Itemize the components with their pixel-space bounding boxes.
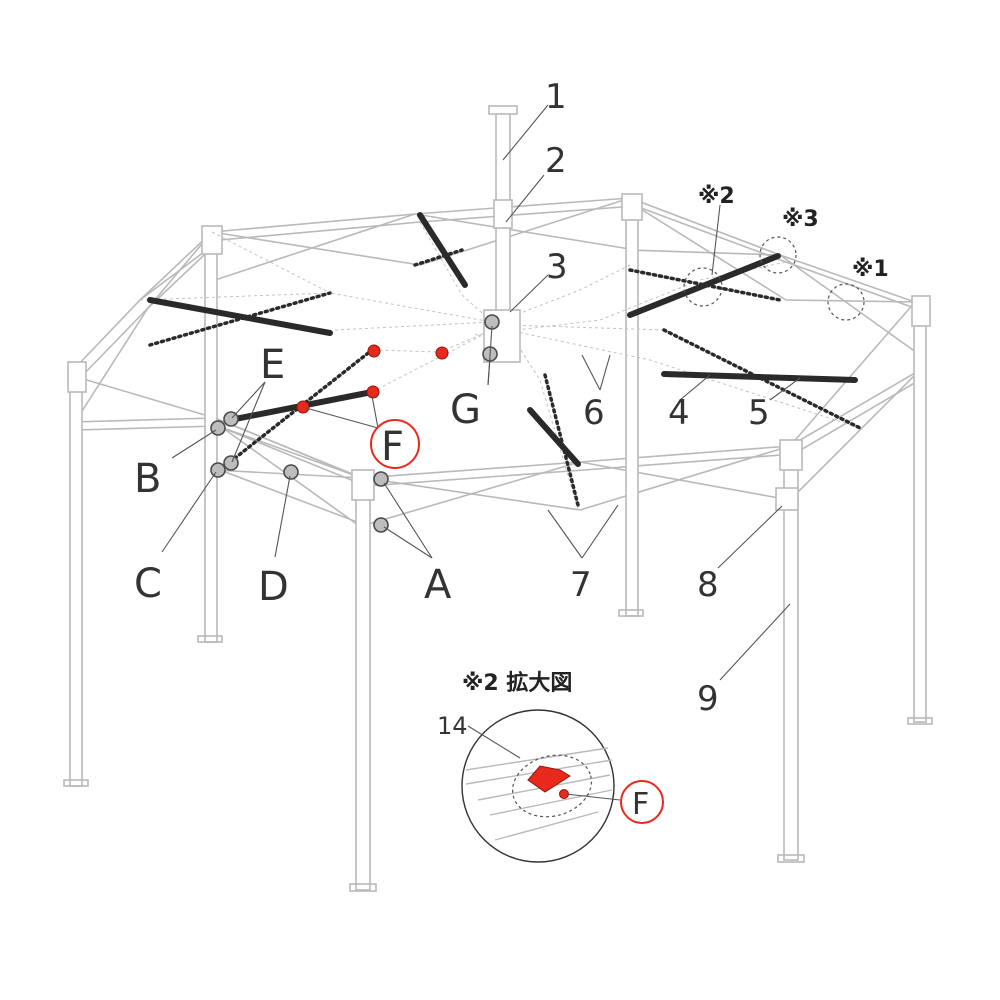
joint-a-lower — [373, 517, 389, 533]
tent-frame — [63, 105, 933, 892]
joint-e-lower — [223, 455, 239, 471]
label-note-2: ※2 — [698, 184, 735, 209]
label-part-7: 7 — [570, 565, 592, 605]
inset-label-f: F — [632, 787, 649, 822]
letter-labels: A B C D E G — [134, 342, 481, 610]
joint-c — [210, 462, 226, 478]
label-b: B — [134, 456, 161, 502]
joint-f-3 — [366, 385, 380, 399]
label-part-1: 1 — [545, 77, 567, 117]
detail-ring-note-2 — [683, 267, 723, 307]
inset-f-ring — [620, 780, 664, 824]
label-note-3: ※3 — [782, 207, 819, 232]
label-part-9: 9 — [697, 679, 719, 719]
label-d: D — [258, 564, 289, 610]
leader-lines — [161, 104, 801, 681]
joint-f-1 — [367, 344, 381, 358]
inset-detail — [465, 747, 613, 841]
joint-a-upper — [373, 471, 389, 487]
label-part-14: 14 — [437, 712, 468, 740]
inset-dashed-ellipse — [511, 754, 593, 818]
label-note-1: ※1 — [852, 257, 889, 282]
detail-rings — [683, 236, 865, 321]
label-part-6: 6 — [583, 393, 605, 433]
detail-ring-note-3 — [759, 236, 797, 274]
label-e: E — [260, 342, 285, 388]
label-c: C — [134, 561, 162, 607]
label-part-3: 3 — [546, 247, 568, 287]
inset-red-bracket — [527, 765, 571, 793]
joint-f-4 — [296, 400, 310, 414]
label-a: A — [424, 562, 452, 608]
note-labels: ※1 ※2 ※3 — [698, 184, 889, 282]
joint-f-2 — [435, 346, 449, 360]
label-f-callout: F — [370, 419, 420, 470]
joint-b — [210, 420, 226, 436]
joint-d — [283, 464, 299, 480]
label-part-2: 2 — [545, 141, 567, 181]
label-f-ring — [370, 419, 420, 469]
label-part-5: 5 — [748, 393, 770, 433]
label-part-4: 4 — [668, 393, 690, 433]
label-f: F — [381, 424, 404, 470]
detail-ring-note-1 — [827, 283, 865, 321]
inset-title: ※2 拡大図 — [462, 671, 572, 696]
label-g: G — [450, 387, 481, 433]
inset-enlarged-view: ※2 拡大図 14 F — [437, 671, 664, 863]
label-part-8: 8 — [697, 565, 719, 605]
part-number-labels: 1 2 3 4 5 6 7 8 9 — [545, 77, 770, 719]
